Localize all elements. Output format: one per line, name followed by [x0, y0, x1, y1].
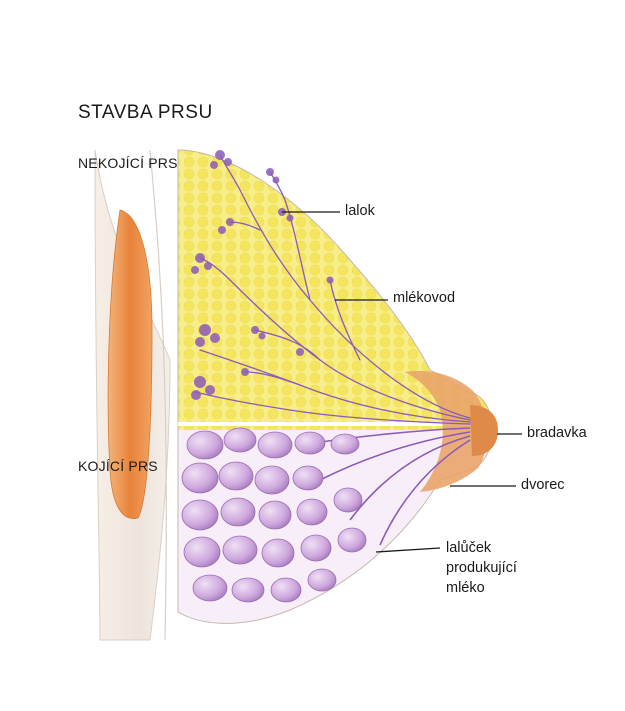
label-areola: dvorec: [521, 477, 565, 493]
label-lobule: lalůček produkující mléko: [446, 538, 556, 598]
label-lobule-line1: lalůček: [446, 538, 556, 558]
label-lobule-line3: mléko: [446, 578, 556, 598]
diagram-title: STAVBA PRSU: [78, 102, 213, 124]
label-lobe: lalok: [345, 203, 375, 219]
label-nipple: bradavka: [527, 425, 587, 441]
section-label-non-lactating: NEKOJÍCÍ PRS: [78, 155, 178, 171]
label-milk-duct: mlékovod: [393, 290, 455, 306]
leader-lalucek: [376, 548, 440, 552]
section-label-lactating: KOJÍCÍ PRS: [78, 458, 158, 474]
label-lobule-line2: produkující: [446, 558, 556, 578]
nipple: [470, 405, 498, 456]
